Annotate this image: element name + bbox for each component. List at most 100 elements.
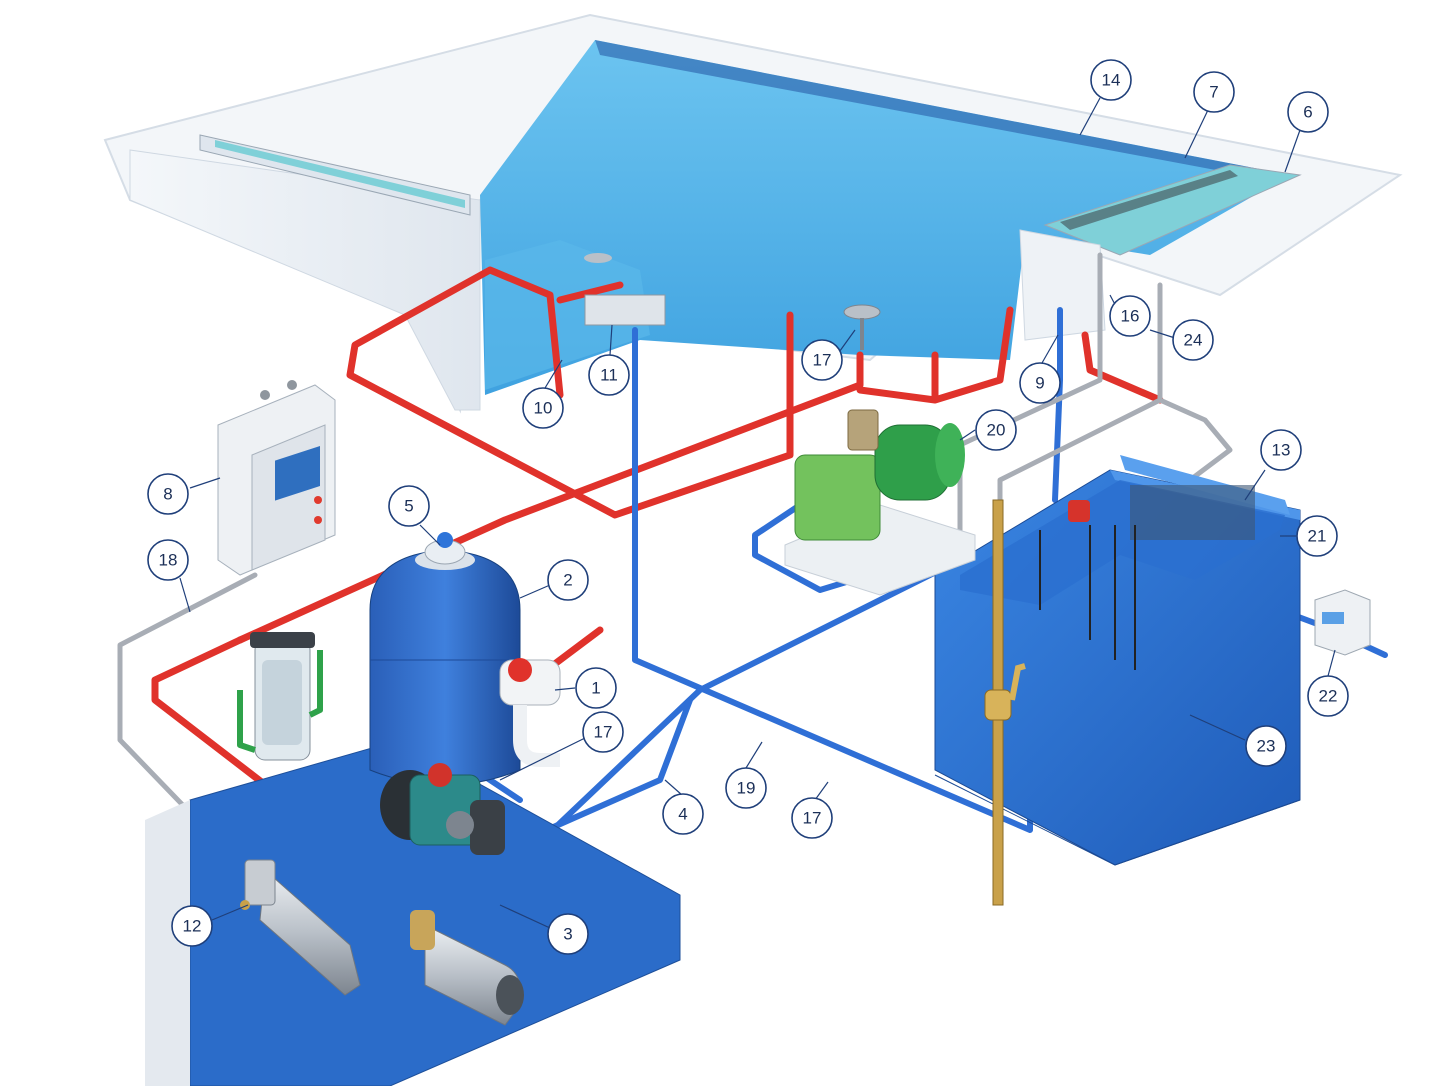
svg-text:11: 11: [600, 366, 618, 385]
fill-valve: [984, 689, 1012, 721]
drain-pipe-tank-mid: [957, 252, 1103, 563]
main-drain: [843, 304, 881, 320]
floor-inlet: [584, 253, 612, 263]
callout-20: 20: [975, 409, 1017, 451]
pool-left-wall: [129, 149, 481, 411]
return-pipe-diagonal: [497, 567, 1013, 883]
svg-text:4: 4: [678, 805, 687, 824]
leader-9: [1041, 334, 1059, 364]
callout-7: 7: [1193, 71, 1235, 113]
svg-text:3: 3: [563, 925, 572, 944]
callout-19: 19: [725, 767, 767, 809]
svg-text:22: 22: [1319, 687, 1338, 706]
svg-text:1: 1: [591, 679, 600, 698]
leader-12: [211, 904, 249, 921]
leader-17b: [499, 737, 586, 781]
control-button-red: [314, 496, 322, 504]
callout-1: 1: [575, 667, 617, 709]
svg-text:9: 9: [1035, 374, 1044, 393]
leader-8: [189, 477, 221, 489]
svg-text:14: 14: [1102, 71, 1121, 90]
level-controller: [1068, 500, 1090, 522]
attraction-pump: [784, 409, 976, 596]
callout-16: 16: [1109, 295, 1151, 337]
heat-exchanger: [240, 859, 361, 996]
balance-tank: [934, 455, 1301, 906]
tank-overflow-grate: [1130, 485, 1255, 540]
svg-text:23: 23: [1257, 737, 1276, 756]
control-panel: [217, 380, 336, 576]
leader-14: [1079, 97, 1101, 136]
sand-filter: [369, 532, 521, 786]
callouts: 1 2 3 4 5 6 7 8 9 10 11 12 13 14 16 17 1…: [147, 59, 1349, 955]
pool: [103, 13, 1403, 414]
svg-text:7: 7: [1209, 83, 1218, 102]
pool-steps: [485, 240, 650, 390]
cartridge-filter: [237, 632, 323, 761]
left-gutter-channel: [215, 140, 465, 208]
svg-text:17: 17: [803, 809, 822, 828]
callout-2: 2: [547, 559, 589, 601]
leader-5: [419, 524, 441, 546]
svg-text:19: 19: [737, 779, 756, 798]
callout-8: 8: [147, 473, 189, 515]
svg-text:12: 12: [183, 917, 202, 936]
callout-3: 3: [547, 913, 589, 955]
svg-text:6: 6: [1303, 103, 1312, 122]
svg-text:2: 2: [563, 571, 572, 590]
leader-7: [1184, 109, 1209, 159]
leader-23: [1189, 714, 1246, 741]
leader-22: [1327, 649, 1336, 677]
leader-10: [544, 359, 563, 389]
svg-text:10: 10: [534, 399, 553, 418]
leader-2: [519, 584, 551, 599]
pressure-gauge-icon: [437, 532, 453, 548]
control-display: [275, 446, 320, 501]
supply-pipe-right: [856, 306, 1014, 404]
leader-4: [664, 779, 683, 796]
svg-text:20: 20: [987, 421, 1006, 440]
callout-9: 9: [1019, 362, 1061, 404]
callout-17-valve: 17: [791, 797, 833, 839]
leader-18: [179, 577, 191, 613]
svg-text:8: 8: [163, 485, 172, 504]
leader-13: [1244, 469, 1266, 501]
supply-pipe-loop-left: [346, 266, 794, 519]
callout-21: 21: [1296, 515, 1338, 557]
callout-10: 10: [522, 387, 564, 429]
leader-20: [959, 429, 976, 441]
supply-pipe-main: [236, 351, 864, 644]
svg-text:13: 13: [1272, 441, 1291, 460]
callout-22: 22: [1307, 675, 1349, 717]
leader-3: [499, 904, 551, 929]
leader-19: [745, 741, 763, 769]
callout-23: 23: [1245, 725, 1287, 767]
callout-24: 24: [1172, 319, 1214, 361]
callout-12: 12: [171, 905, 213, 947]
leader-17c: [814, 781, 829, 801]
pool-right-pillar: [1019, 229, 1106, 341]
svg-text:17: 17: [594, 723, 613, 742]
svg-text:21: 21: [1308, 527, 1327, 546]
pool-water: [480, 40, 1290, 395]
callout-11: 11: [588, 354, 630, 396]
leader-1: [554, 687, 576, 691]
floor-fittings: [584, 253, 881, 350]
callout-6: 6: [1287, 91, 1329, 133]
pool-tile-band: [595, 40, 1290, 182]
dosing-controller: [1314, 589, 1371, 656]
callout-17-drain: 17: [801, 339, 843, 381]
callout-17-pump: 17: [582, 711, 624, 753]
callout-13: 13: [1260, 429, 1302, 471]
callout-14: 14: [1090, 59, 1132, 101]
svg-text:17: 17: [813, 351, 832, 370]
svg-text:24: 24: [1184, 331, 1203, 350]
leader-24: [1149, 329, 1176, 339]
svg-text:18: 18: [159, 551, 178, 570]
leader-6: [1284, 129, 1301, 173]
callout-5: 5: [388, 485, 430, 527]
right-gutter-grate: [1060, 170, 1238, 230]
svg-text:16: 16: [1121, 307, 1140, 326]
